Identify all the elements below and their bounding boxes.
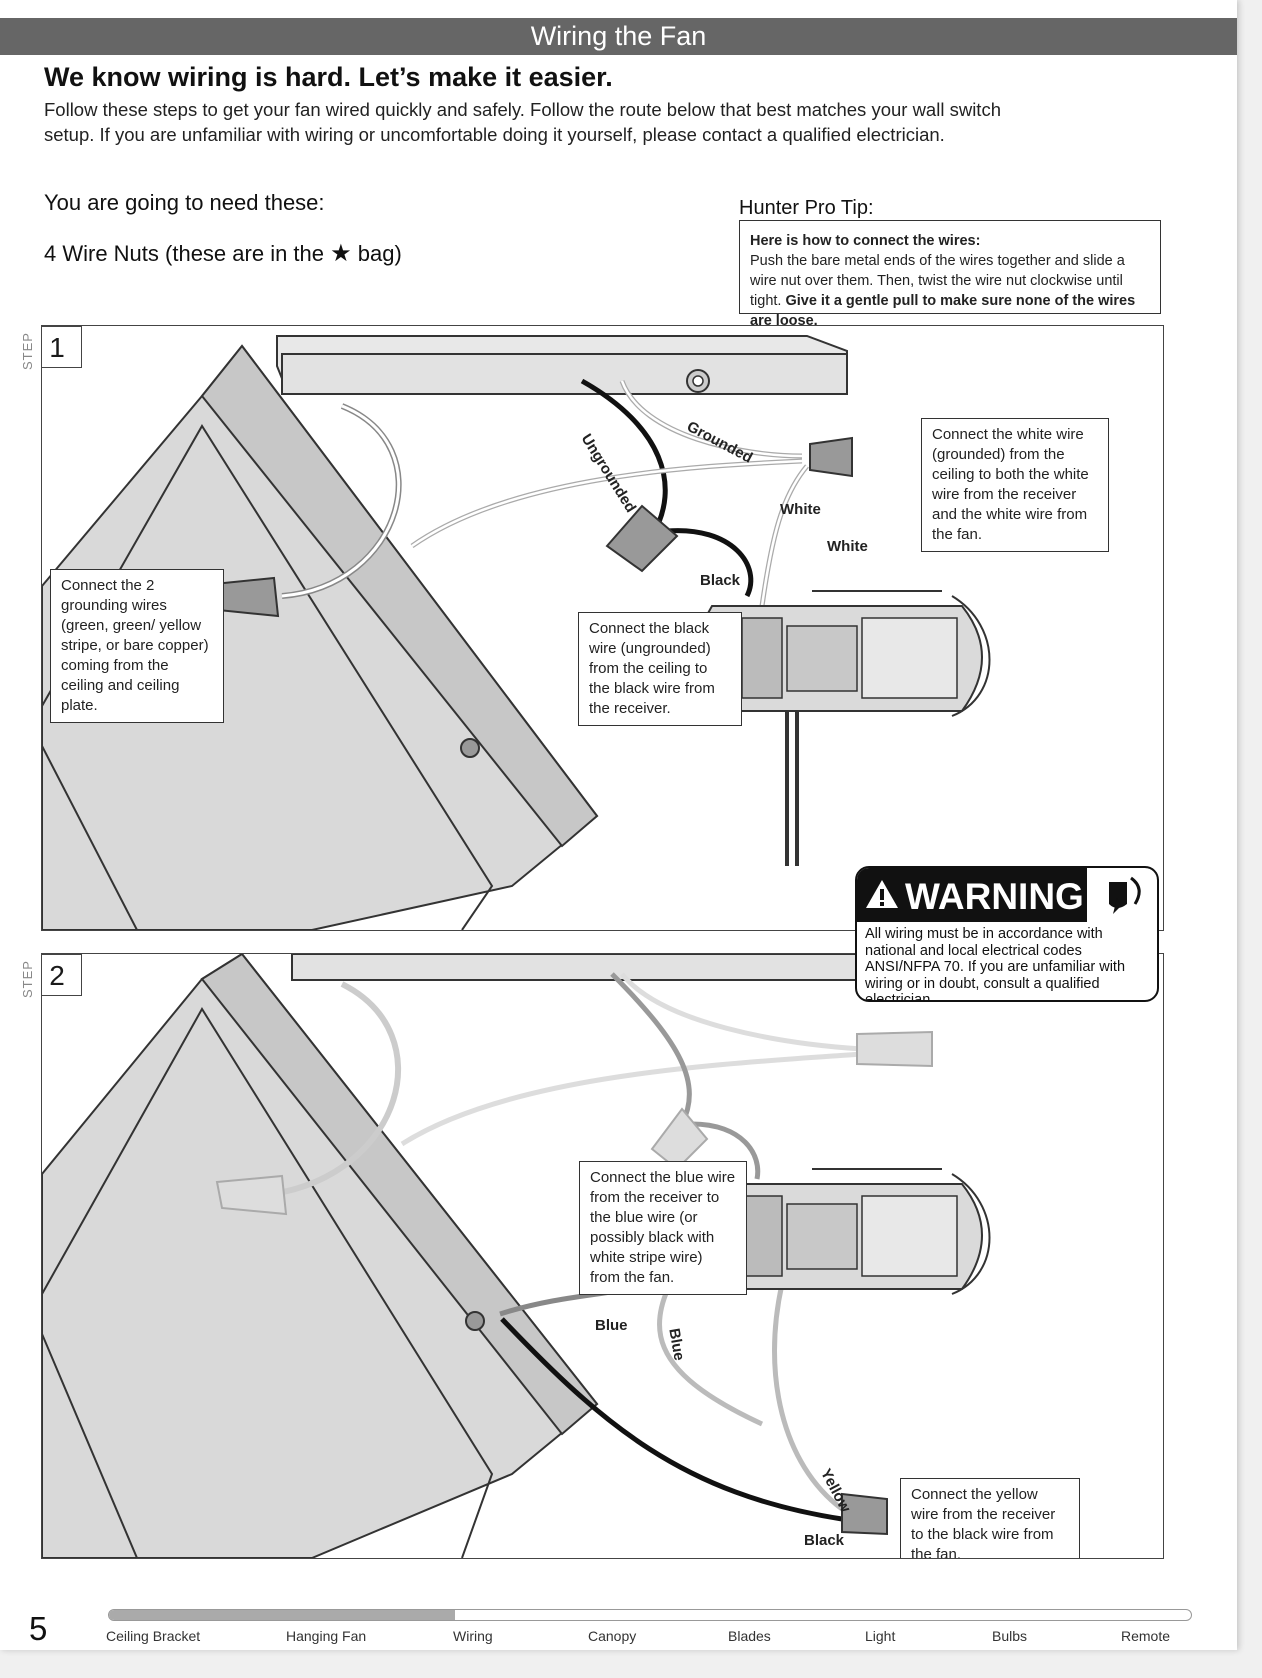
- tip-emphasis: Give it a gentle pull to make sure none …: [750, 293, 1136, 329]
- progress-fill: [109, 1610, 456, 1620]
- tip-heading: Here is how to connect the wires:: [750, 233, 981, 249]
- step-1-label: STEP: [20, 332, 35, 370]
- section-banner: Wiring the Fan: [0, 18, 1237, 55]
- intro-body: Follow these steps to get your fan wired…: [44, 99, 1001, 145]
- tip-box: Here is how to connect the wires: Push t…: [739, 220, 1161, 329]
- step-2-number: 2: [42, 954, 82, 996]
- step-1-diagram: 1 Connect the 2 grounding wires (green, …: [41, 325, 1164, 931]
- electric-hand-icon: [1085, 868, 1157, 922]
- wire-label-black: Black: [700, 572, 741, 589]
- supplies-item: 4 Wire Nuts (these are in the ★ bag): [44, 239, 402, 268]
- wire-label-white-2: White: [827, 538, 868, 555]
- section-bulbs: Bulbs: [992, 1628, 1028, 1644]
- black-wire-callout: Connect the black wire (ungrounded) from…: [578, 612, 742, 726]
- grounding-callout: Connect the 2 grounding wires (green, gr…: [50, 569, 224, 723]
- warning-triangle-icon: [866, 880, 898, 908]
- section-nav: Ceiling Bracket Hanging Fan Wiring Canop…: [0, 1628, 1237, 1648]
- section-light: Light: [865, 1628, 896, 1644]
- supplies-item-suffix: bag): [357, 241, 402, 266]
- warning-box: WARNING All wiring must be in accordance…: [855, 866, 1159, 1002]
- step-2-label: STEP: [20, 960, 35, 998]
- step-2-number-text: 2: [49, 960, 65, 991]
- section-canopy: Canopy: [588, 1628, 637, 1644]
- step-2-diagram: 2 Connect the blue wire from the receive…: [41, 953, 1164, 1559]
- step-1-number: 1: [42, 326, 82, 368]
- yellow-wire-callout: Connect the yellow wire from the receive…: [900, 1478, 1080, 1558]
- progress-bar: [108, 1609, 1192, 1621]
- step-2-illustration: [42, 954, 991, 1558]
- section-blades: Blades: [728, 1628, 771, 1644]
- wire-label-blue-1: Blue: [595, 1317, 628, 1334]
- supplies-title: You are going to need these:: [44, 190, 325, 215]
- step-1-number-text: 1: [49, 332, 65, 363]
- page-number: 5: [29, 1610, 48, 1647]
- supplies-item-prefix: 4 Wire Nuts (these are in the: [44, 241, 325, 266]
- section-hanging-fan: Hanging Fan: [286, 1628, 367, 1644]
- wire-label-black-2: Black: [804, 1532, 845, 1549]
- warning-title: WARNING: [905, 876, 1084, 917]
- white-wire-callout: Connect the white wire (grounded) from t…: [921, 418, 1109, 552]
- section-ceiling-bracket: Ceiling Bracket: [106, 1628, 201, 1644]
- blue-wire-callout: Connect the blue wire from the receiver …: [579, 1161, 747, 1295]
- intro-headline: We know wiring is hard. Let’s make it ea…: [44, 62, 613, 92]
- section-remote: Remote: [1121, 1628, 1171, 1644]
- wire-label-white-1: White: [780, 501, 821, 518]
- section-wiring: Wiring: [453, 1628, 493, 1644]
- tip-title: Hunter Pro Tip:: [739, 197, 874, 219]
- star-icon: ★: [330, 240, 352, 267]
- warning-header: WARNING: [857, 868, 1157, 922]
- warning-body: All wiring must be in accordance with na…: [865, 926, 1126, 1002]
- manual-page: Wiring the Fan We know wiring is hard. L…: [0, 0, 1237, 1650]
- banner-title: Wiring the Fan: [530, 21, 707, 51]
- tip-body: Push the bare metal ends of the wires to…: [750, 253, 1125, 309]
- step-1-illustration: [42, 335, 991, 930]
